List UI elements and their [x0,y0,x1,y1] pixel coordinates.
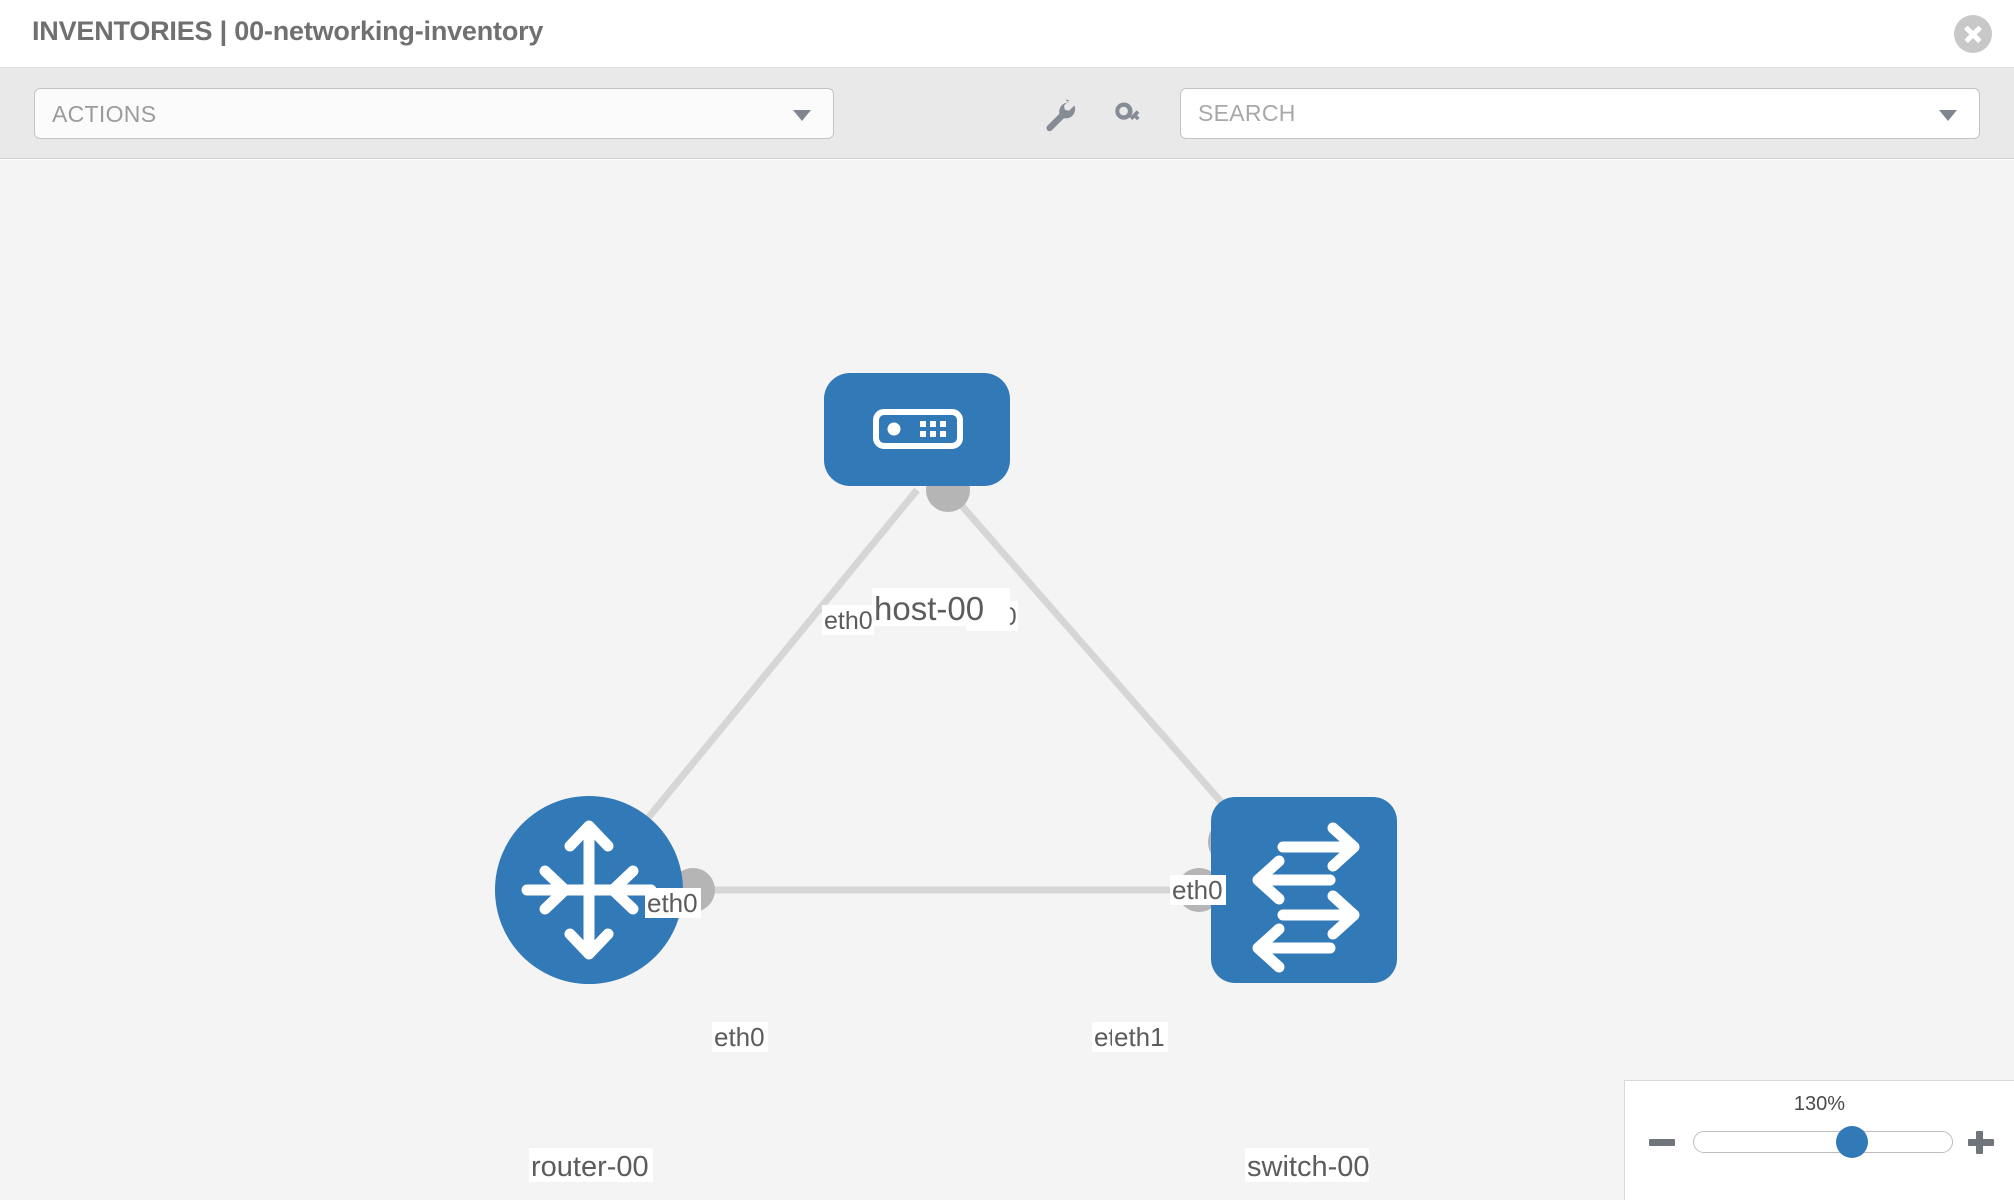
page-header: INVENTORIES | 00-networking-inventory [0,0,2014,68]
node-label-host-00: host-00 [874,590,984,627]
chevron-down-icon[interactable] [1939,110,1957,121]
edge-label-router00-eth0: eth0 [714,1022,765,1052]
minus-icon-bar [1649,1139,1675,1146]
edge-label-switch00-eth1: eth1 [1114,1022,1165,1052]
edge-label-switch00-uplink-eth0: eth0 [1172,875,1223,905]
toolbar: ACTIONS [0,68,2014,159]
wrench-icon[interactable] [1040,96,1080,136]
node-host-00-shape[interactable] [824,373,1010,486]
router-icon [521,820,657,960]
edge-label-router00-uplink-eth0: eth0 [647,888,698,918]
actions-dropdown[interactable]: ACTIONS [34,88,834,139]
node-label-router-00: router-00 [531,1151,649,1183]
minus-icon[interactable] [1647,1127,1677,1157]
search-input[interactable] [1181,89,1926,138]
server-icon [873,409,963,449]
node-label-layer: host-00 router-00 switch-00 [529,588,1370,1183]
zoom-level-label: 130% [1793,1093,1846,1115]
edge-label-host00-eth0-left: eth0 [824,607,873,635]
edge-layer [586,487,1261,894]
page-title: INVENTORIES | 00-networking-inventory [32,16,544,46]
close-icon[interactable] [1954,15,1992,53]
connector-layer [671,468,1256,912]
topology-canvas[interactable]: eth0 eth0 eth0 eth0 eth0 eth0 eth1 host-… [0,160,2014,1200]
key-icon[interactable] [1108,96,1148,136]
switch-icon [1252,822,1360,973]
edge-host00-switch00[interactable] [945,487,1261,847]
actions-dropdown-label: ACTIONS [52,101,157,127]
plus-icon[interactable] [1966,1127,1996,1157]
zoom-slider-thumb[interactable] [1836,1126,1868,1158]
node-label-switch-00: switch-00 [1247,1151,1370,1183]
node-switch-00-shape[interactable] [1211,797,1397,983]
edge-label-layer: eth0 eth0 eth0 eth0 eth0 eth0 eth1 [645,601,1226,1052]
plus-icon-bar-vertical [1975,1131,1983,1154]
zoom-control-panel: 130% [1624,1080,2014,1200]
search-box[interactable] [1180,88,1980,139]
node-host-00[interactable] [824,373,1010,486]
chevron-down-icon [793,110,811,121]
zoom-slider-track[interactable] [1693,1126,1953,1158]
node-switch-00[interactable] [1211,797,1397,983]
topology-graph[interactable]: eth0 eth0 eth0 eth0 eth0 eth0 eth1 host-… [0,160,2014,1200]
node-router-00[interactable] [495,796,683,984]
